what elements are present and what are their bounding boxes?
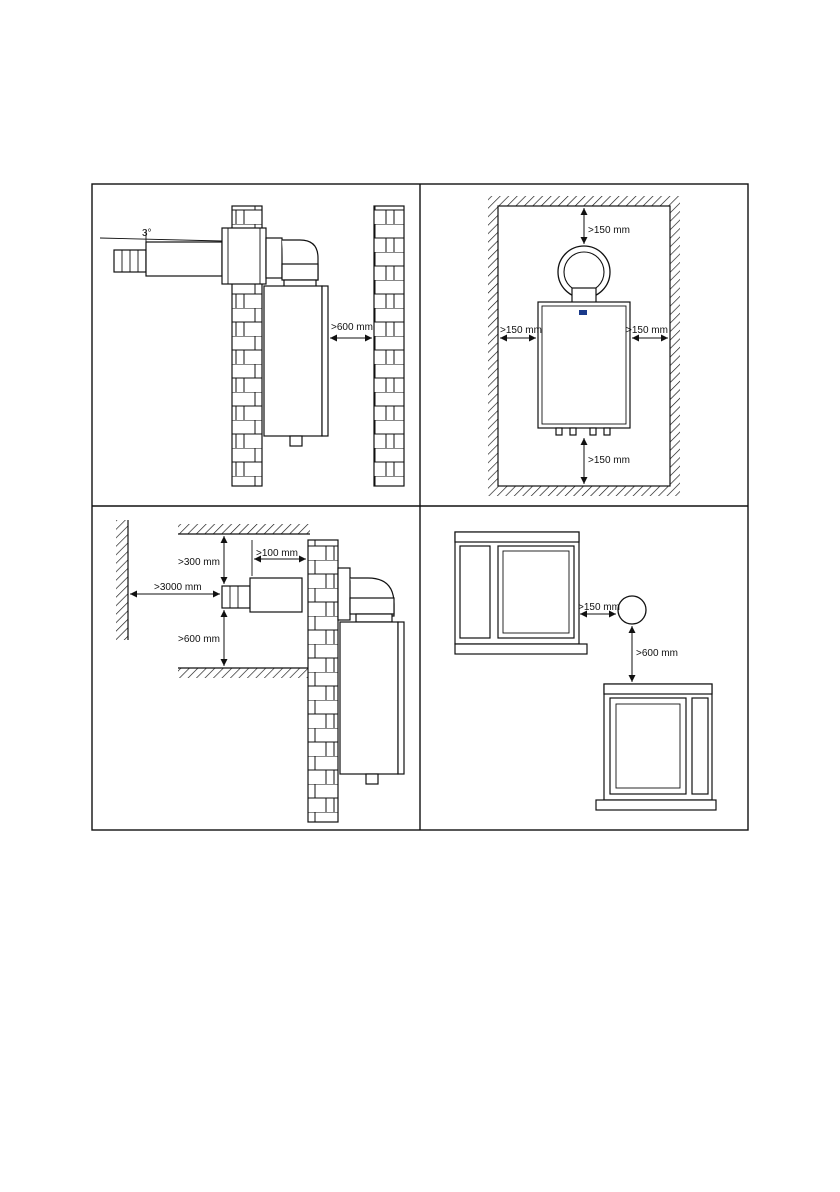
clearance-projection-label: >100 mm	[256, 548, 298, 559]
panel-terminal-window: >150 mm >600 mm	[455, 532, 716, 810]
clearance-above-label: >300 mm	[178, 557, 220, 568]
clearance-left-label: >150 mm	[500, 325, 542, 336]
window-upper	[455, 532, 587, 654]
angle-label: 3°	[142, 228, 152, 239]
clearance-below-label: >600 mm	[636, 648, 678, 659]
clearance-bottom-label: >150 mm	[588, 455, 630, 466]
flue-pipe: 3°	[100, 228, 318, 288]
clearance-right-label: >150 mm	[626, 325, 668, 336]
window-lower	[596, 684, 716, 810]
brand-badge	[579, 310, 587, 315]
soffit-top	[178, 524, 310, 534]
panel-terminal-side: >300 mm >100 mm >3000 mm >600 mm	[116, 520, 404, 822]
boiler-side	[264, 286, 328, 446]
ground-bottom	[178, 668, 308, 678]
brick-wall-right	[374, 206, 404, 486]
brick-wall	[308, 540, 338, 822]
clearance-below-label: >600 mm	[178, 634, 220, 645]
boiler-side	[340, 622, 404, 784]
clearance-opposite-wall-label: >3000 mm	[154, 582, 202, 593]
clearance-top-label: >150 mm	[588, 225, 630, 236]
flue-ring	[558, 246, 610, 304]
clearance-side-label: >150 mm	[578, 602, 620, 613]
flue-terminal-circle	[618, 596, 646, 624]
boiler-front	[538, 302, 630, 435]
panel-side-view: 3° >600 mm	[100, 206, 404, 486]
panel-front-view: >150 mm >150 mm >150 mm >150 mm	[488, 196, 680, 496]
clearance-front-label: >600 mm	[331, 322, 373, 333]
opposite-wall	[116, 520, 128, 640]
